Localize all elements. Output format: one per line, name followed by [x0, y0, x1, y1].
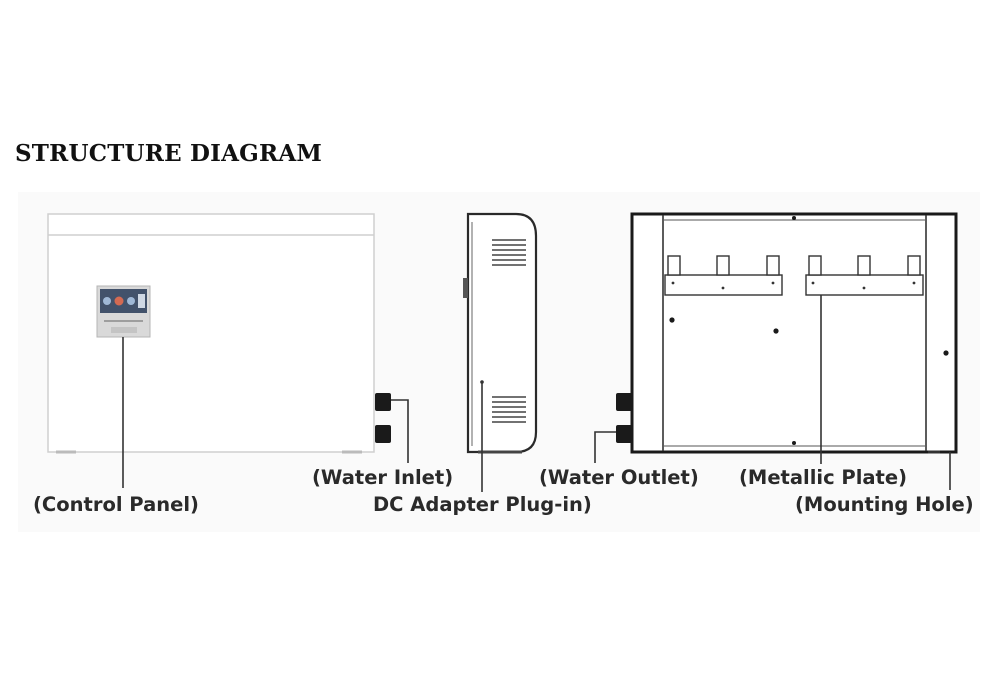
- side-vents-bottom: [492, 396, 526, 423]
- label-mounting-hole: (Mounting Hole): [795, 493, 974, 516]
- water-inlet-fittings: [375, 393, 391, 443]
- back-view-body: [630, 212, 958, 454]
- label-control-panel: (Control Panel): [33, 493, 199, 516]
- label-water-outlet: (Water Outlet): [539, 466, 699, 489]
- diagram-title: STRUCTURE DIAGRAM: [15, 140, 323, 167]
- side-view: [463, 212, 538, 454]
- plate-screws: [671, 281, 916, 290]
- metallic-plate-right: [805, 255, 924, 296]
- label-dc-adapter: DC Adapter Plug-in): [373, 493, 592, 516]
- metallic-plate-left: [664, 255, 783, 296]
- label-metallic-plate: (Metallic Plate): [739, 466, 908, 489]
- back-view: [630, 212, 958, 454]
- water-outlet-fittings: [616, 393, 632, 443]
- label-water-inlet: (Water Inlet): [312, 466, 454, 489]
- side-vents-top: [492, 239, 526, 266]
- water-inlet-leader: [391, 399, 409, 463]
- water-outlet-leader: [594, 431, 616, 463]
- mounting-holes: [669, 216, 949, 445]
- control-panel-device: [96, 285, 151, 338]
